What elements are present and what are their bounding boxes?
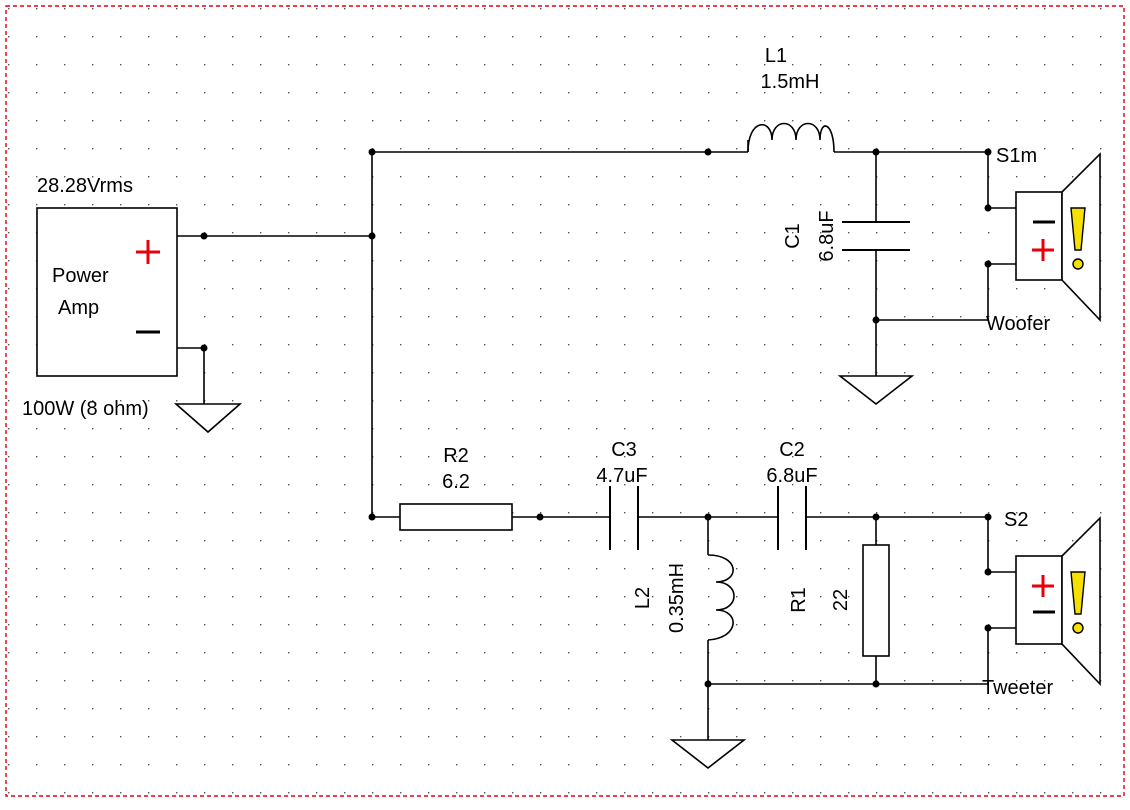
junction-dot (984, 624, 992, 632)
junction-dot (984, 204, 992, 212)
l2-value-label: 0.35mH (666, 563, 688, 633)
amp-plus-icon (136, 240, 160, 264)
woofer-name-label: Woofer (986, 313, 1050, 335)
r2-value-label: 6.2 (442, 471, 470, 493)
inductor-l2[interactable]: L2 0.35mH (632, 554, 735, 641)
woofer-magnet (1015, 191, 1063, 281)
junction-dot (704, 680, 712, 688)
tweeter-plus-icon (1032, 575, 1054, 597)
junction-dot (200, 232, 208, 240)
c1-value-label: 6.8uF (816, 210, 838, 261)
junction-dot (984, 260, 992, 268)
tweeter-warning-icon (1070, 571, 1086, 634)
c3-ref-label: C3 (611, 439, 637, 461)
r1-ref-label: R1 (788, 587, 810, 613)
c1-ref-label: C1 (782, 223, 804, 249)
grid-background (6, 6, 1124, 796)
junction-dots (200, 148, 992, 688)
sheet-border (5, 5, 1125, 797)
l1-coil (747, 122, 835, 153)
c2-value-label: 6.8uF (766, 465, 817, 487)
junction-dot (984, 513, 992, 521)
junction-dot (704, 148, 712, 156)
amp-name-line1: Power (52, 265, 109, 287)
capacitor-c3[interactable]: C3 4.7uF (596, 439, 648, 550)
resistor-r1[interactable]: R1 22 (788, 544, 890, 657)
r1-value-label: 22 (830, 589, 852, 611)
junction-dot (704, 513, 712, 521)
l2-ref-label: L2 (632, 587, 654, 609)
junction-dot (536, 513, 544, 521)
amp-voltage-label: 28.28Vrms (37, 175, 133, 197)
junction-dot (984, 568, 992, 576)
amp-rating-label: 100W (8 ohm) (22, 398, 149, 420)
junction-dot (200, 344, 208, 352)
woofer-plus-icon (1032, 239, 1054, 261)
power-amp-body (36, 207, 178, 377)
r2-ref-label: R2 (443, 445, 469, 467)
c3-value-label: 4.7uF (596, 465, 647, 487)
tweeter-magnet (1015, 555, 1063, 645)
junction-dot (872, 513, 880, 521)
inductor-l1[interactable]: L1 1.5mH (747, 45, 835, 153)
l1-value-label: 1.5mH (761, 71, 820, 93)
junction-dot (368, 232, 376, 240)
junction-dot (984, 148, 992, 156)
junction-dot (872, 148, 880, 156)
junction-dot (872, 316, 880, 324)
tweeter-name-label: Tweeter (982, 677, 1053, 699)
power-amp[interactable]: 28.28Vrms Power Amp 100W (8 ohm) (22, 175, 178, 420)
speaker-tweeter[interactable]: S2 Tweeter (982, 509, 1101, 699)
l2-coil (707, 554, 735, 641)
speaker-woofer[interactable]: S1m Woofer (986, 145, 1101, 335)
ground-c1-icon (837, 375, 915, 406)
resistor-r2[interactable]: R2 6.2 (399, 445, 513, 531)
woofer-ref-label: S1m (996, 145, 1037, 167)
c2-ref-label: C2 (779, 439, 805, 461)
junction-dot (368, 513, 376, 521)
capacitor-c1[interactable]: C1 6.8uF (782, 210, 910, 262)
junction-dot (872, 680, 880, 688)
ground-l2-icon (669, 739, 747, 770)
amp-name-line2: Amp (58, 297, 99, 319)
tweeter-ref-label: S2 (1004, 509, 1028, 531)
junction-dot (368, 148, 376, 156)
capacitor-c2[interactable]: C2 6.8uF (766, 439, 818, 550)
l1-ref-label: L1 (765, 45, 787, 67)
woofer-warning-icon (1070, 207, 1086, 270)
ground-amp-icon (173, 403, 243, 434)
